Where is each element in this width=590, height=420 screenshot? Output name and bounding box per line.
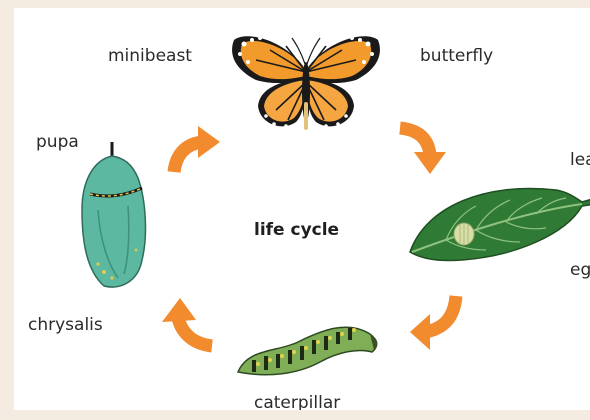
cycle-arrow-icon — [156, 288, 220, 352]
label-caterpillar: caterpillar — [254, 393, 340, 410]
cycle-arrow-icon — [394, 118, 454, 178]
label-minibeast: minibeast — [108, 46, 192, 66]
label-leaf: leaf — [570, 150, 590, 170]
leaf-with-egg-icon — [406, 176, 590, 266]
diagram-title: life cycle — [254, 220, 339, 240]
cycle-arrow-icon — [404, 290, 468, 354]
cycle-arrow-icon — [164, 120, 224, 180]
label-butterfly: butterfly — [420, 46, 493, 66]
butterfly-icon — [226, 20, 386, 140]
label-chrysalis: chrysalis — [28, 315, 103, 335]
caterpillar-icon — [228, 308, 388, 388]
diagram-panel: minibeast butterfly leaf egg pupa chrysa… — [14, 8, 590, 410]
chrysalis-icon — [68, 140, 158, 290]
